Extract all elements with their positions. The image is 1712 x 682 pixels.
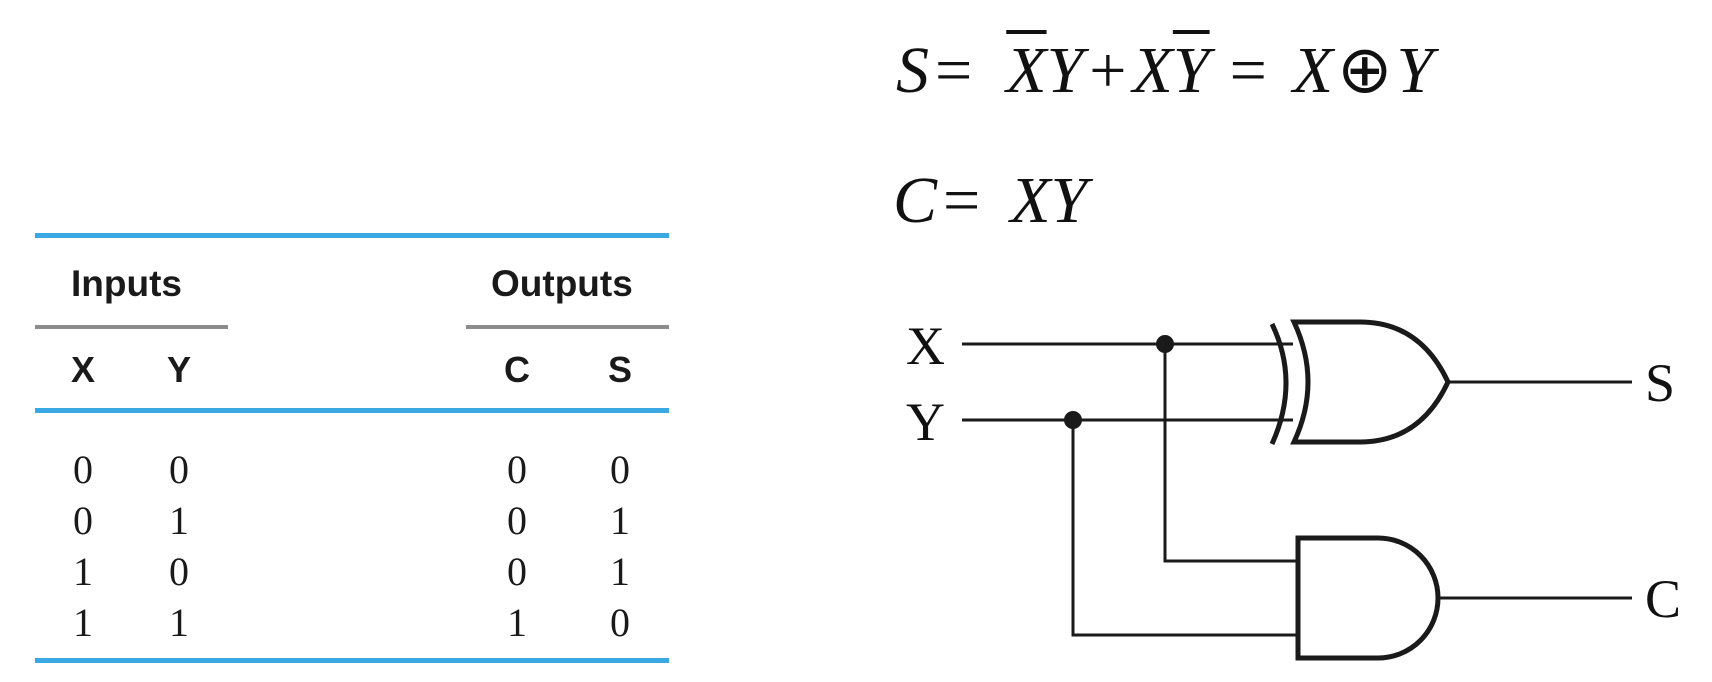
cell-c: 0 <box>507 447 527 492</box>
column-header-s: S <box>607 349 632 390</box>
inputs-header: Inputs <box>71 263 182 304</box>
column-header-x: X <box>70 349 95 390</box>
input-label-y: Y <box>906 392 945 452</box>
truth-table: Inputs Outputs X Y C S 0 0 0 0 0 1 0 1 1… <box>0 0 700 682</box>
cell-x: 1 <box>73 549 93 594</box>
cell-c: 0 <box>507 549 527 594</box>
carry-equation: C=XY <box>893 168 1087 234</box>
output-label-c: C <box>1645 569 1681 629</box>
carry-lhs: C <box>893 164 938 237</box>
table-bottom-rule <box>35 658 669 663</box>
output-label-s: S <box>1645 353 1675 413</box>
cell-s: 1 <box>610 498 630 543</box>
term-ybar: Y <box>1172 34 1210 107</box>
xor-symbol: ⊕ <box>1337 34 1393 107</box>
equals-sign: = <box>935 34 973 107</box>
cell-y: 0 <box>169 447 189 492</box>
term-xbar: X <box>1006 34 1047 107</box>
column-header-y: Y <box>166 349 191 390</box>
cell-s: 0 <box>610 447 630 492</box>
outputs-group-rule <box>466 325 669 329</box>
sum-lhs: S <box>896 34 929 107</box>
table-header-rule <box>35 408 669 413</box>
xor-rhs-y: Y <box>1396 34 1434 107</box>
table-row: 0 0 0 0 <box>0 444 700 495</box>
wire-x-branch <box>1163 344 1298 563</box>
column-header-c: C <box>504 349 530 390</box>
junction-dot-x <box>1156 335 1174 353</box>
cell-x: 1 <box>73 600 93 645</box>
xor-lhs-x: X <box>1292 34 1334 107</box>
term-y: Y <box>1046 34 1084 107</box>
table-body: 0 0 0 0 0 1 0 1 1 0 0 1 1 1 1 0 <box>0 444 700 648</box>
cell-s: 0 <box>610 600 630 645</box>
table-row: 1 0 0 1 <box>0 546 700 597</box>
term-x: X <box>1132 34 1173 107</box>
input-label-x: X <box>906 316 945 376</box>
cell-x: 0 <box>73 498 93 543</box>
plus-sign: + <box>1089 34 1127 107</box>
xor-gate <box>1269 319 1451 446</box>
cell-c: 0 <box>507 498 527 543</box>
cell-c: 1 <box>507 600 527 645</box>
and-gate <box>1295 535 1441 661</box>
table-row: 1 1 1 0 <box>0 597 700 648</box>
equals-sign: = <box>943 164 981 237</box>
sum-equation: S=XY+XY=X⊕Y <box>896 38 1433 104</box>
table-top-rule <box>35 233 669 238</box>
inputs-group-rule <box>35 325 228 329</box>
equals-sign: = <box>1229 34 1267 107</box>
outputs-header: Outputs <box>491 263 633 304</box>
carry-rhs: XY <box>1010 164 1088 237</box>
cell-y: 1 <box>169 600 189 645</box>
cell-y: 1 <box>169 498 189 543</box>
cell-x: 0 <box>73 447 93 492</box>
wire-y-branch <box>1071 420 1298 637</box>
cell-s: 1 <box>610 549 630 594</box>
cell-y: 0 <box>169 549 189 594</box>
table-row: 0 1 0 1 <box>0 495 700 546</box>
junction-dot-y <box>1064 411 1082 429</box>
